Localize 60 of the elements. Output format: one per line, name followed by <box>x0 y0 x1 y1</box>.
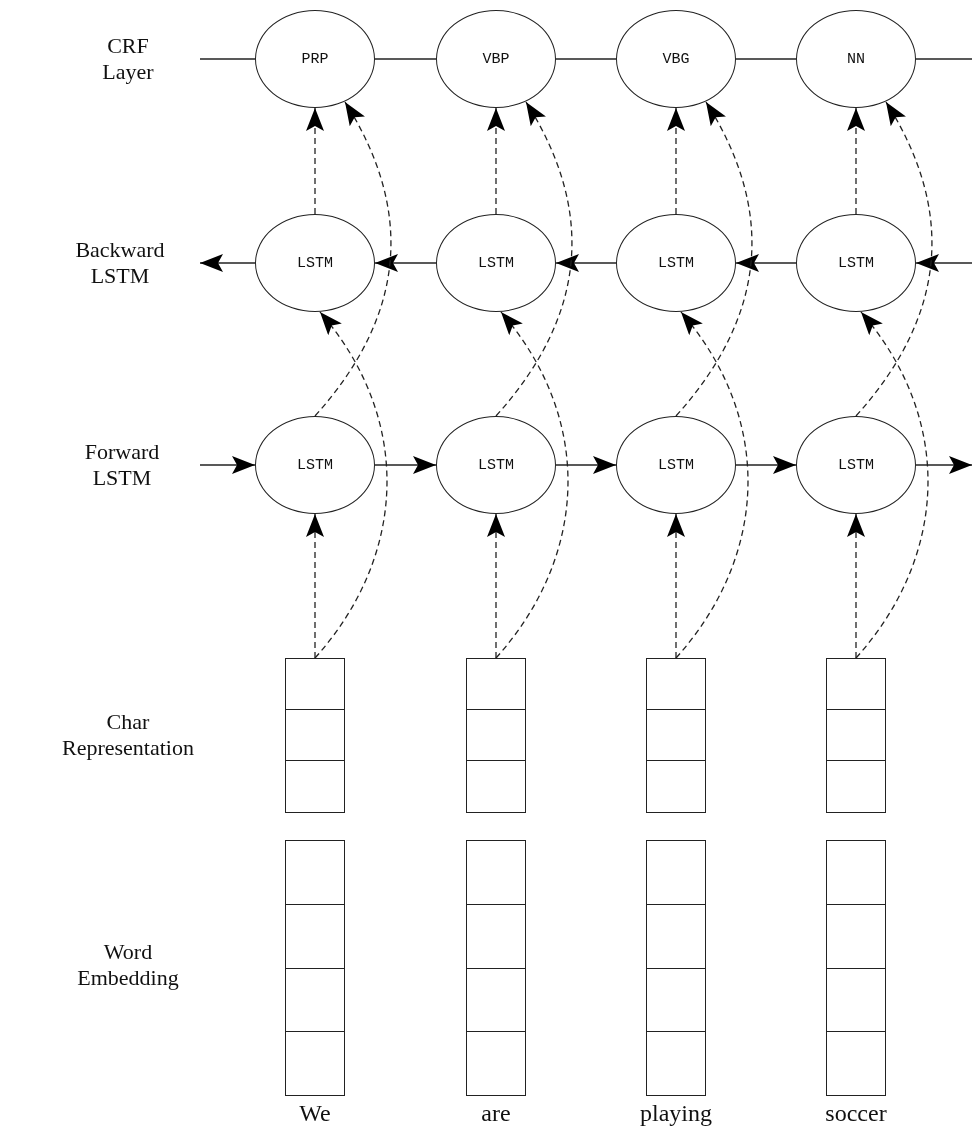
dashed-arrow <box>667 513 685 659</box>
dashed-arrow <box>855 311 929 659</box>
word-vector-box <box>646 840 706 1096</box>
char-vector-box <box>646 658 706 813</box>
char-vector-box <box>285 658 345 813</box>
dashed-arrow <box>675 311 749 659</box>
arrow <box>915 456 973 474</box>
connector-line <box>555 58 617 60</box>
arrow <box>374 254 437 272</box>
dashed-arrow <box>306 107 324 215</box>
node-label: LSTM <box>838 254 874 272</box>
dashed-arrow <box>495 311 569 659</box>
dashed-arrow <box>487 107 505 215</box>
word-vector-box <box>285 840 345 1096</box>
row-label: Backward LSTM <box>75 237 165 289</box>
char-vector-box <box>466 658 526 813</box>
arrow <box>735 456 797 474</box>
connector-line <box>199 58 256 60</box>
node-label: LSTM <box>297 456 333 474</box>
node-label: LSTM <box>297 254 333 272</box>
dashed-arrow <box>314 311 388 659</box>
node-label: LSTM <box>658 254 694 272</box>
node-label: LSTM <box>658 456 694 474</box>
arrow <box>915 254 973 272</box>
dashed-arrow <box>675 101 753 417</box>
node-label: PRP <box>301 50 329 68</box>
arrow <box>199 254 256 272</box>
node-label: LSTM <box>838 456 874 474</box>
arrow <box>374 456 437 474</box>
word-vector-box <box>826 840 886 1096</box>
node-label: LSTM <box>478 456 514 474</box>
node-label: VBG <box>662 50 690 68</box>
connector-line <box>735 58 797 60</box>
node-label: NN <box>847 50 865 68</box>
row-label: Word Embedding <box>77 939 179 991</box>
word-label: We <box>299 1099 331 1127</box>
word-vector-box <box>466 840 526 1096</box>
row-label: CRF Layer <box>102 33 154 85</box>
arrow <box>555 254 617 272</box>
arrow <box>199 456 256 474</box>
word-label: playing <box>640 1099 712 1127</box>
row-label: Char Representation <box>62 709 194 761</box>
dashed-arrow <box>667 107 685 215</box>
arrow <box>735 254 797 272</box>
connector-line <box>374 58 437 60</box>
word-label: soccer <box>825 1099 887 1127</box>
node-label: VBP <box>482 50 510 68</box>
char-vector-box <box>826 658 886 813</box>
arrow <box>555 456 617 474</box>
dashed-arrow <box>306 513 324 659</box>
dashed-arrow <box>314 101 392 417</box>
word-label: are <box>481 1099 511 1127</box>
connector-line <box>915 58 973 60</box>
dashed-arrow <box>847 513 865 659</box>
dashed-arrow <box>847 107 865 215</box>
dashed-arrow <box>495 101 573 417</box>
node-label: LSTM <box>478 254 514 272</box>
dashed-arrow <box>487 513 505 659</box>
dashed-arrow <box>855 101 933 417</box>
row-label: Forward LSTM <box>84 439 160 491</box>
